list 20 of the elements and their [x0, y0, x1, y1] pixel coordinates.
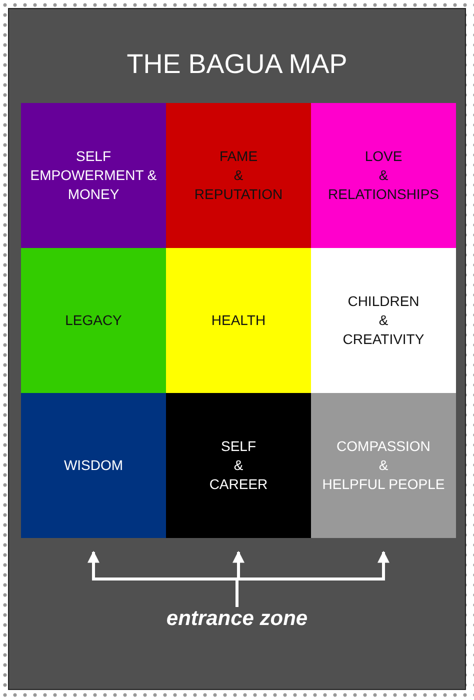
area-label: HEALTH [210, 311, 267, 330]
bagua-area [166, 248, 311, 393]
area-label: COMPASSION & HELPFUL PEOPLE [321, 437, 446, 494]
area-label: WISDOM [62, 456, 124, 475]
bagua-area [311, 393, 456, 538]
bagua-area [21, 393, 166, 538]
bagua-area [311, 248, 456, 393]
entrance-zone-label: entrance zone [137, 607, 337, 631]
bagua-area [166, 393, 311, 538]
bagua-area [166, 103, 311, 248]
bagua-area [21, 103, 166, 248]
title: THE BAGUA MAP [126, 49, 348, 80]
area-label: LOVE & RELATIONSHIPS [327, 147, 440, 204]
area-label: SELF EMPOWERMENT & MONEY [29, 147, 158, 204]
area-label: SELF & CAREER [208, 437, 269, 494]
area-label: LEGACY [64, 311, 123, 330]
area-label: FAME & REPUTATION [193, 147, 284, 204]
bagua-area [311, 103, 456, 248]
bagua-area [21, 248, 166, 393]
area-label: CHILDREN & CREATIVITY [342, 292, 426, 349]
